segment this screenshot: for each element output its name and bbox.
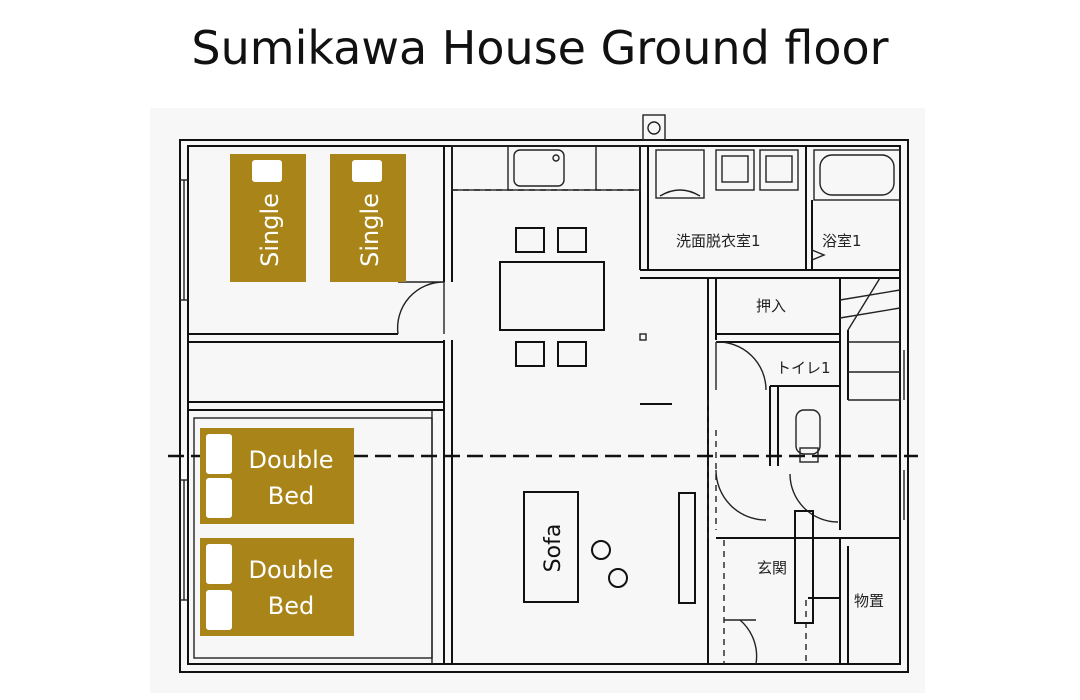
shoe-cabinet [794, 510, 814, 624]
toilet-icon [795, 409, 821, 463]
room-label-storage: 物置 [854, 592, 884, 610]
column-marker [639, 333, 647, 341]
room-label-toilet: トイレ1 [776, 359, 831, 377]
double-bed-2-line2: Bed [268, 592, 314, 620]
kitchen-sink-icon [513, 149, 565, 187]
room-label-closet: 押入 [756, 297, 786, 315]
sofa: Sofa [523, 491, 579, 603]
single-bed-2: Single [330, 154, 406, 282]
bath-door-mark [811, 248, 826, 262]
stool-icons [591, 540, 628, 588]
double-bed-1-line1: Double [248, 446, 333, 474]
room-label-washroom: 洗面脱衣室1 [676, 232, 761, 250]
single-bed-2-label: Single [356, 193, 384, 267]
plan-title: Sumikawa House Ground floor [191, 21, 888, 75]
single-bed-1-label: Single [256, 193, 284, 267]
washing-machine-icon [655, 149, 705, 199]
double-bed-2-line1: Double [248, 556, 333, 584]
interior-walls [180, 146, 905, 664]
sofa-label: Sofa [541, 524, 566, 573]
single-bed-1: Single [230, 154, 306, 282]
door-swings [396, 281, 839, 665]
double-bed-1-line2: Bed [268, 482, 314, 510]
room-label-entrance: 玄関 [757, 559, 787, 577]
dining-set [499, 227, 605, 367]
dining-table [499, 261, 605, 331]
double-bed-2: Double Bed [200, 538, 354, 636]
room-label-bathroom: 浴室1 [822, 232, 862, 250]
kitchen-counter [451, 145, 641, 191]
double-bed-1: Double Bed [200, 428, 354, 524]
vent-icon [642, 114, 666, 141]
washbasin-icons [715, 149, 799, 191]
bathtub-icon [813, 149, 901, 201]
tv-board [678, 492, 696, 604]
